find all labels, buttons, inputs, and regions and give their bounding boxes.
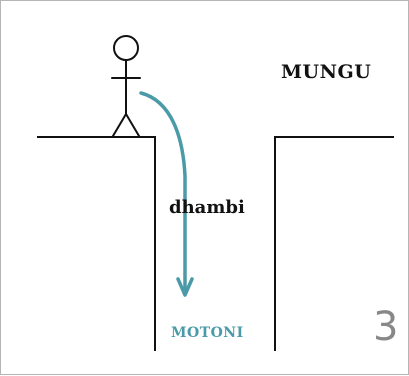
figure-left-leg	[112, 113, 127, 137]
arrow-shaft	[139, 91, 187, 295]
page-number: 3	[373, 304, 399, 350]
figure-head	[113, 35, 139, 61]
stick-figure-icon	[111, 35, 141, 137]
right-cliff	[274, 136, 394, 351]
motoni-label: MOTONI	[171, 325, 244, 341]
curved-arrow-down-icon	[139, 91, 194, 297]
arrow-head	[176, 277, 194, 297]
dhambi-label: dhambi	[169, 197, 245, 218]
figure-right-leg	[125, 113, 140, 137]
mungu-label: MUNGU	[281, 61, 372, 83]
left-cliff	[37, 136, 156, 351]
